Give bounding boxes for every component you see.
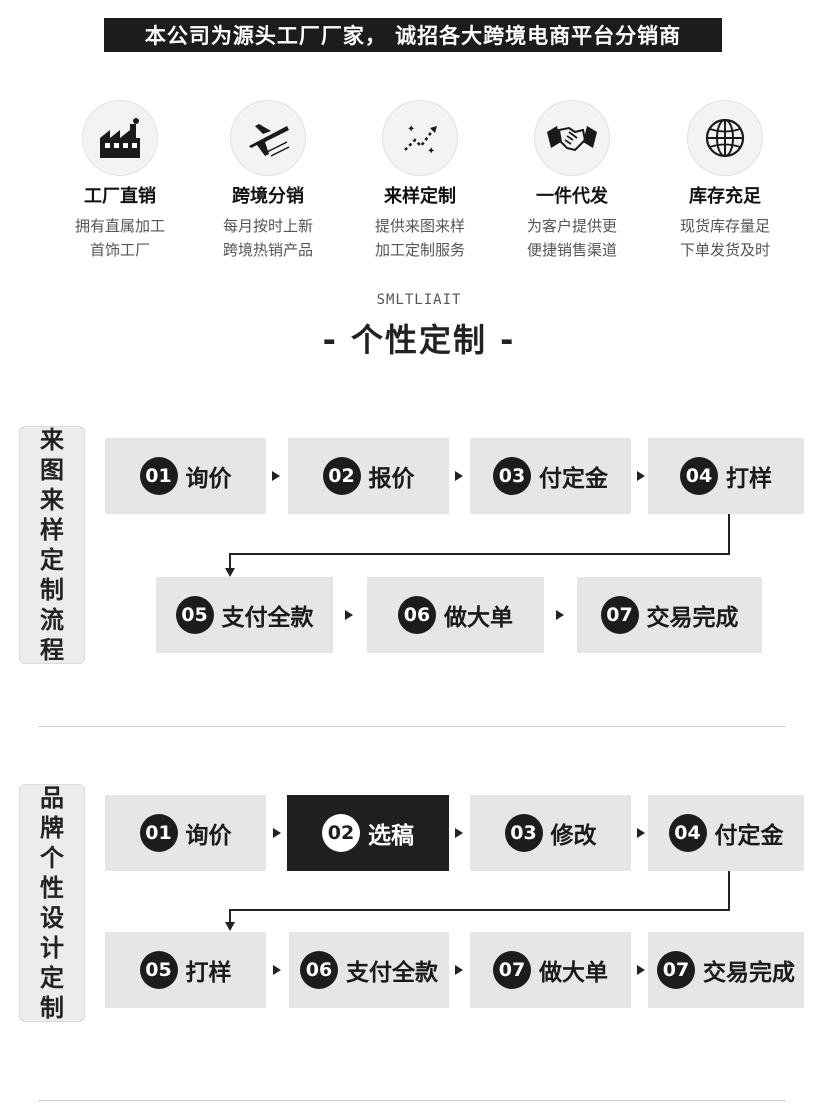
arrow-right-icon <box>345 610 353 620</box>
feature-desc: 拥有直属加工首饰工厂 <box>74 217 165 259</box>
flow2-step-1: 01 询价 <box>105 795 266 871</box>
feature-title: 跨境分销 <box>232 186 304 207</box>
step-number: 07 <box>657 951 695 989</box>
flow1-step-6: 06 做大单 <box>367 577 544 653</box>
feature-title: 一件代发 <box>536 186 608 207</box>
factory-icon <box>82 100 158 176</box>
step-label: 交易完成 <box>646 605 739 631</box>
globe-icon <box>687 100 763 176</box>
flow1-step-1: 01 询价 <box>105 438 266 514</box>
step-number: 05 <box>139 951 178 989</box>
feature-dropship: 一件代发 为客户提供更便捷销售渠道 <box>497 100 647 262</box>
step-number: 04 <box>680 457 718 495</box>
step-number: 04 <box>668 814 707 852</box>
step-number: 07 <box>600 596 639 634</box>
trend-chart-icon: ✦ ✦ <box>382 100 458 176</box>
flow1-side-label: 来图 来样 定制 流程 <box>19 426 85 664</box>
arrow-right-icon <box>556 610 564 620</box>
handshake-icon <box>534 100 610 176</box>
feature-cross-border: 跨境分销 每月按时上新跨境热销产品 <box>193 100 343 262</box>
arrow-right-icon <box>455 828 463 838</box>
step-label: 打样 <box>185 960 232 986</box>
svg-text:✦: ✦ <box>427 146 435 157</box>
feature-desc: 每月按时上新跨境热销产品 <box>222 217 313 259</box>
arrow-right-icon <box>455 965 463 975</box>
step-label: 支付全款 <box>346 960 438 986</box>
arrow-right-icon <box>637 471 645 481</box>
flow2-step-2: 02 选稿 <box>287 795 449 871</box>
step-label: 付定金 <box>714 823 784 849</box>
feature-desc: 为客户提供更便捷销售渠道 <box>526 217 617 259</box>
flow1-step-3: 03 付定金 <box>470 438 631 514</box>
section-divider <box>38 1100 786 1101</box>
arrow-right-icon <box>455 471 463 481</box>
section-divider <box>38 726 786 727</box>
step-label: 做大单 <box>444 605 513 631</box>
feature-title: 工厂直销 <box>84 186 156 207</box>
flow2-side-label: 品牌 个性 设计 定制 <box>19 784 85 1022</box>
step-number: 06 <box>398 596 436 634</box>
step-label: 打样 <box>726 466 772 492</box>
brand-english-name: SMLTLIAIT <box>376 292 462 308</box>
step-number: 01 <box>139 457 178 495</box>
step-number: 03 <box>493 457 531 495</box>
flow2-step-5: 05 打样 <box>105 932 266 1008</box>
arrow-right-icon <box>637 828 645 838</box>
arrow-right-icon <box>272 471 280 481</box>
arrow-right-icon <box>637 965 645 975</box>
step-number: 01 <box>139 814 178 852</box>
step-label: 做大单 <box>539 960 608 986</box>
flow2-step-7: 07 做大单 <box>470 932 631 1008</box>
feature-factory-direct: 工厂直销 拥有直属加工首饰工厂 <box>45 100 195 262</box>
flow2-step-8: 07 交易完成 <box>648 932 804 1008</box>
feature-title: 来样定制 <box>384 186 456 207</box>
step-number: 06 <box>300 951 338 989</box>
step-number: 02 <box>322 814 360 852</box>
step-number: 02 <box>322 457 361 495</box>
flow1-step-4: 04 打样 <box>648 438 804 514</box>
top-banner: 本公司为源头工厂厂家， 诚招各大跨境电商平台分销商 <box>104 18 722 52</box>
step-label: 询价 <box>185 823 232 849</box>
section-title: - 个性定制 - <box>322 321 516 359</box>
flow2-step-3: 03 修改 <box>470 795 631 871</box>
step-label: 付定金 <box>539 466 608 492</box>
flow2-step-6: 06 支付全款 <box>289 932 449 1008</box>
flow1-step-5: 05 支付全款 <box>156 577 333 653</box>
step-label: 支付全款 <box>221 605 314 631</box>
arrow-right-icon <box>273 828 281 838</box>
step-label: 交易完成 <box>703 960 795 986</box>
step-label: 修改 <box>550 823 597 849</box>
step-label: 询价 <box>185 466 232 492</box>
feature-stock: 库存充足 现货库存量足下单发货及时 <box>650 100 800 262</box>
flow2-step-4: 04 付定金 <box>648 795 804 871</box>
svg-text:✦: ✦ <box>407 124 415 135</box>
step-number: 07 <box>493 951 531 989</box>
step-label: 选稿 <box>368 823 414 849</box>
feature-custom-sample: ✦ ✦ 来样定制 提供来图来样加工定制服务 <box>345 100 495 262</box>
step-label: 报价 <box>368 466 415 492</box>
airplane-icon <box>230 100 306 176</box>
feature-desc: 现货库存量足下单发货及时 <box>679 217 770 259</box>
feature-desc: 提供来图来样加工定制服务 <box>374 217 465 259</box>
flow1-step-2: 02 报价 <box>288 438 449 514</box>
arrow-right-icon <box>273 965 281 975</box>
step-number: 05 <box>175 596 214 634</box>
feature-title: 库存充足 <box>689 186 761 207</box>
flow1-step-7: 07 交易完成 <box>577 577 762 653</box>
step-number: 03 <box>504 814 543 852</box>
